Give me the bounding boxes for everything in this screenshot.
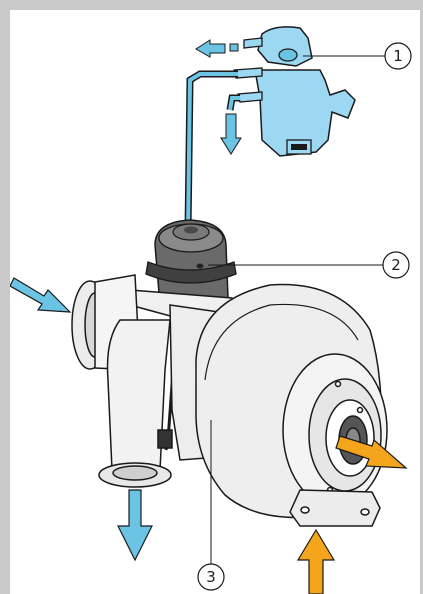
callout-label-1: 1 bbox=[393, 47, 403, 65]
diagram-frame: 1 2 3 bbox=[10, 10, 420, 594]
callout-circle-1 bbox=[384, 42, 412, 70]
wastegate-actuator bbox=[145, 219, 237, 309]
turbocharger-housing bbox=[71, 274, 388, 527]
solenoid-valve bbox=[233, 26, 356, 157]
callout-label-2: 2 bbox=[391, 256, 401, 274]
fresh-air-in-arrow bbox=[296, 528, 336, 594]
callout-label-3: 3 bbox=[206, 568, 216, 586]
turbocharger-diagram: 1 2 3 bbox=[10, 26, 412, 594]
charge-air-out-arrow bbox=[335, 435, 408, 469]
valve-flow-arrows bbox=[195, 39, 242, 155]
vacuum-hose bbox=[184, 70, 240, 231]
callout-circle-3 bbox=[197, 563, 225, 591]
flow-arrows bbox=[10, 277, 408, 594]
exhaust-out-arrow bbox=[117, 489, 153, 562]
callout-circle-2 bbox=[382, 251, 410, 279]
exhaust-in-arrow bbox=[10, 277, 72, 313]
callouts: 1 2 3 bbox=[197, 42, 412, 591]
